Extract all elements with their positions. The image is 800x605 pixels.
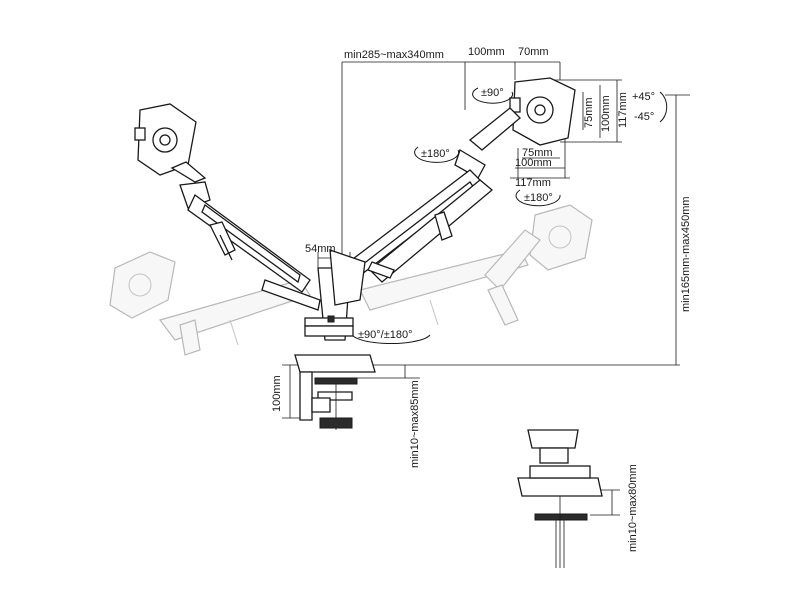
label-arm-span: min285~max340mm: [344, 49, 444, 61]
label-clamp-100: 100mm: [271, 375, 283, 412]
label-tilt-down: -45°: [634, 111, 654, 123]
label-tilt-90: ±90°: [481, 87, 504, 99]
ghost-right-arm: [359, 204, 593, 326]
label-vesa-117-h: 117mm: [515, 177, 551, 189]
left-vesa-plate: [134, 103, 207, 183]
dimension-labels: min285~max340mm 100mm 70mm ±90° 75mm 100…: [271, 46, 692, 552]
label-clamp-range: min10~max85mm: [409, 380, 421, 468]
label-tilt-up: +45°: [632, 91, 655, 103]
label-rot-180-b: ±180°: [524, 192, 553, 204]
label-vesa-117-v: 117mm: [617, 92, 629, 128]
arc-tilt-45: [659, 91, 668, 123]
label-pole-width: 54mm: [305, 243, 336, 255]
arc-rot-180-b: [515, 189, 561, 207]
label-vesa-70: 70mm: [518, 46, 549, 58]
right-vesa-plate: [509, 77, 576, 146]
label-grommet-range: min10~max80mm: [627, 464, 639, 552]
label-height-range: min165mm-max450mm: [680, 196, 692, 312]
label-base-rot: ±90°/±180°: [358, 329, 413, 341]
left-arm: [179, 181, 321, 311]
right-arm: [344, 107, 521, 283]
label-vesa-100-v: 100mm: [600, 95, 612, 132]
label-vesa-75-h: 75mm: [522, 147, 553, 159]
desk-clamp: [294, 354, 376, 430]
grommet-detail: [517, 429, 603, 568]
label-vesa-75-v: 75mm: [583, 97, 595, 128]
label-rot-180-a: ±180°: [421, 148, 450, 160]
label-vesa-100: 100mm: [468, 46, 505, 58]
label-vesa-100-h: 100mm: [515, 157, 552, 169]
central-pole: [304, 249, 366, 341]
arc-tilt-90: [472, 87, 514, 104]
dimension-lines: [282, 61, 690, 516]
ghost-left-arm: [109, 251, 311, 356]
